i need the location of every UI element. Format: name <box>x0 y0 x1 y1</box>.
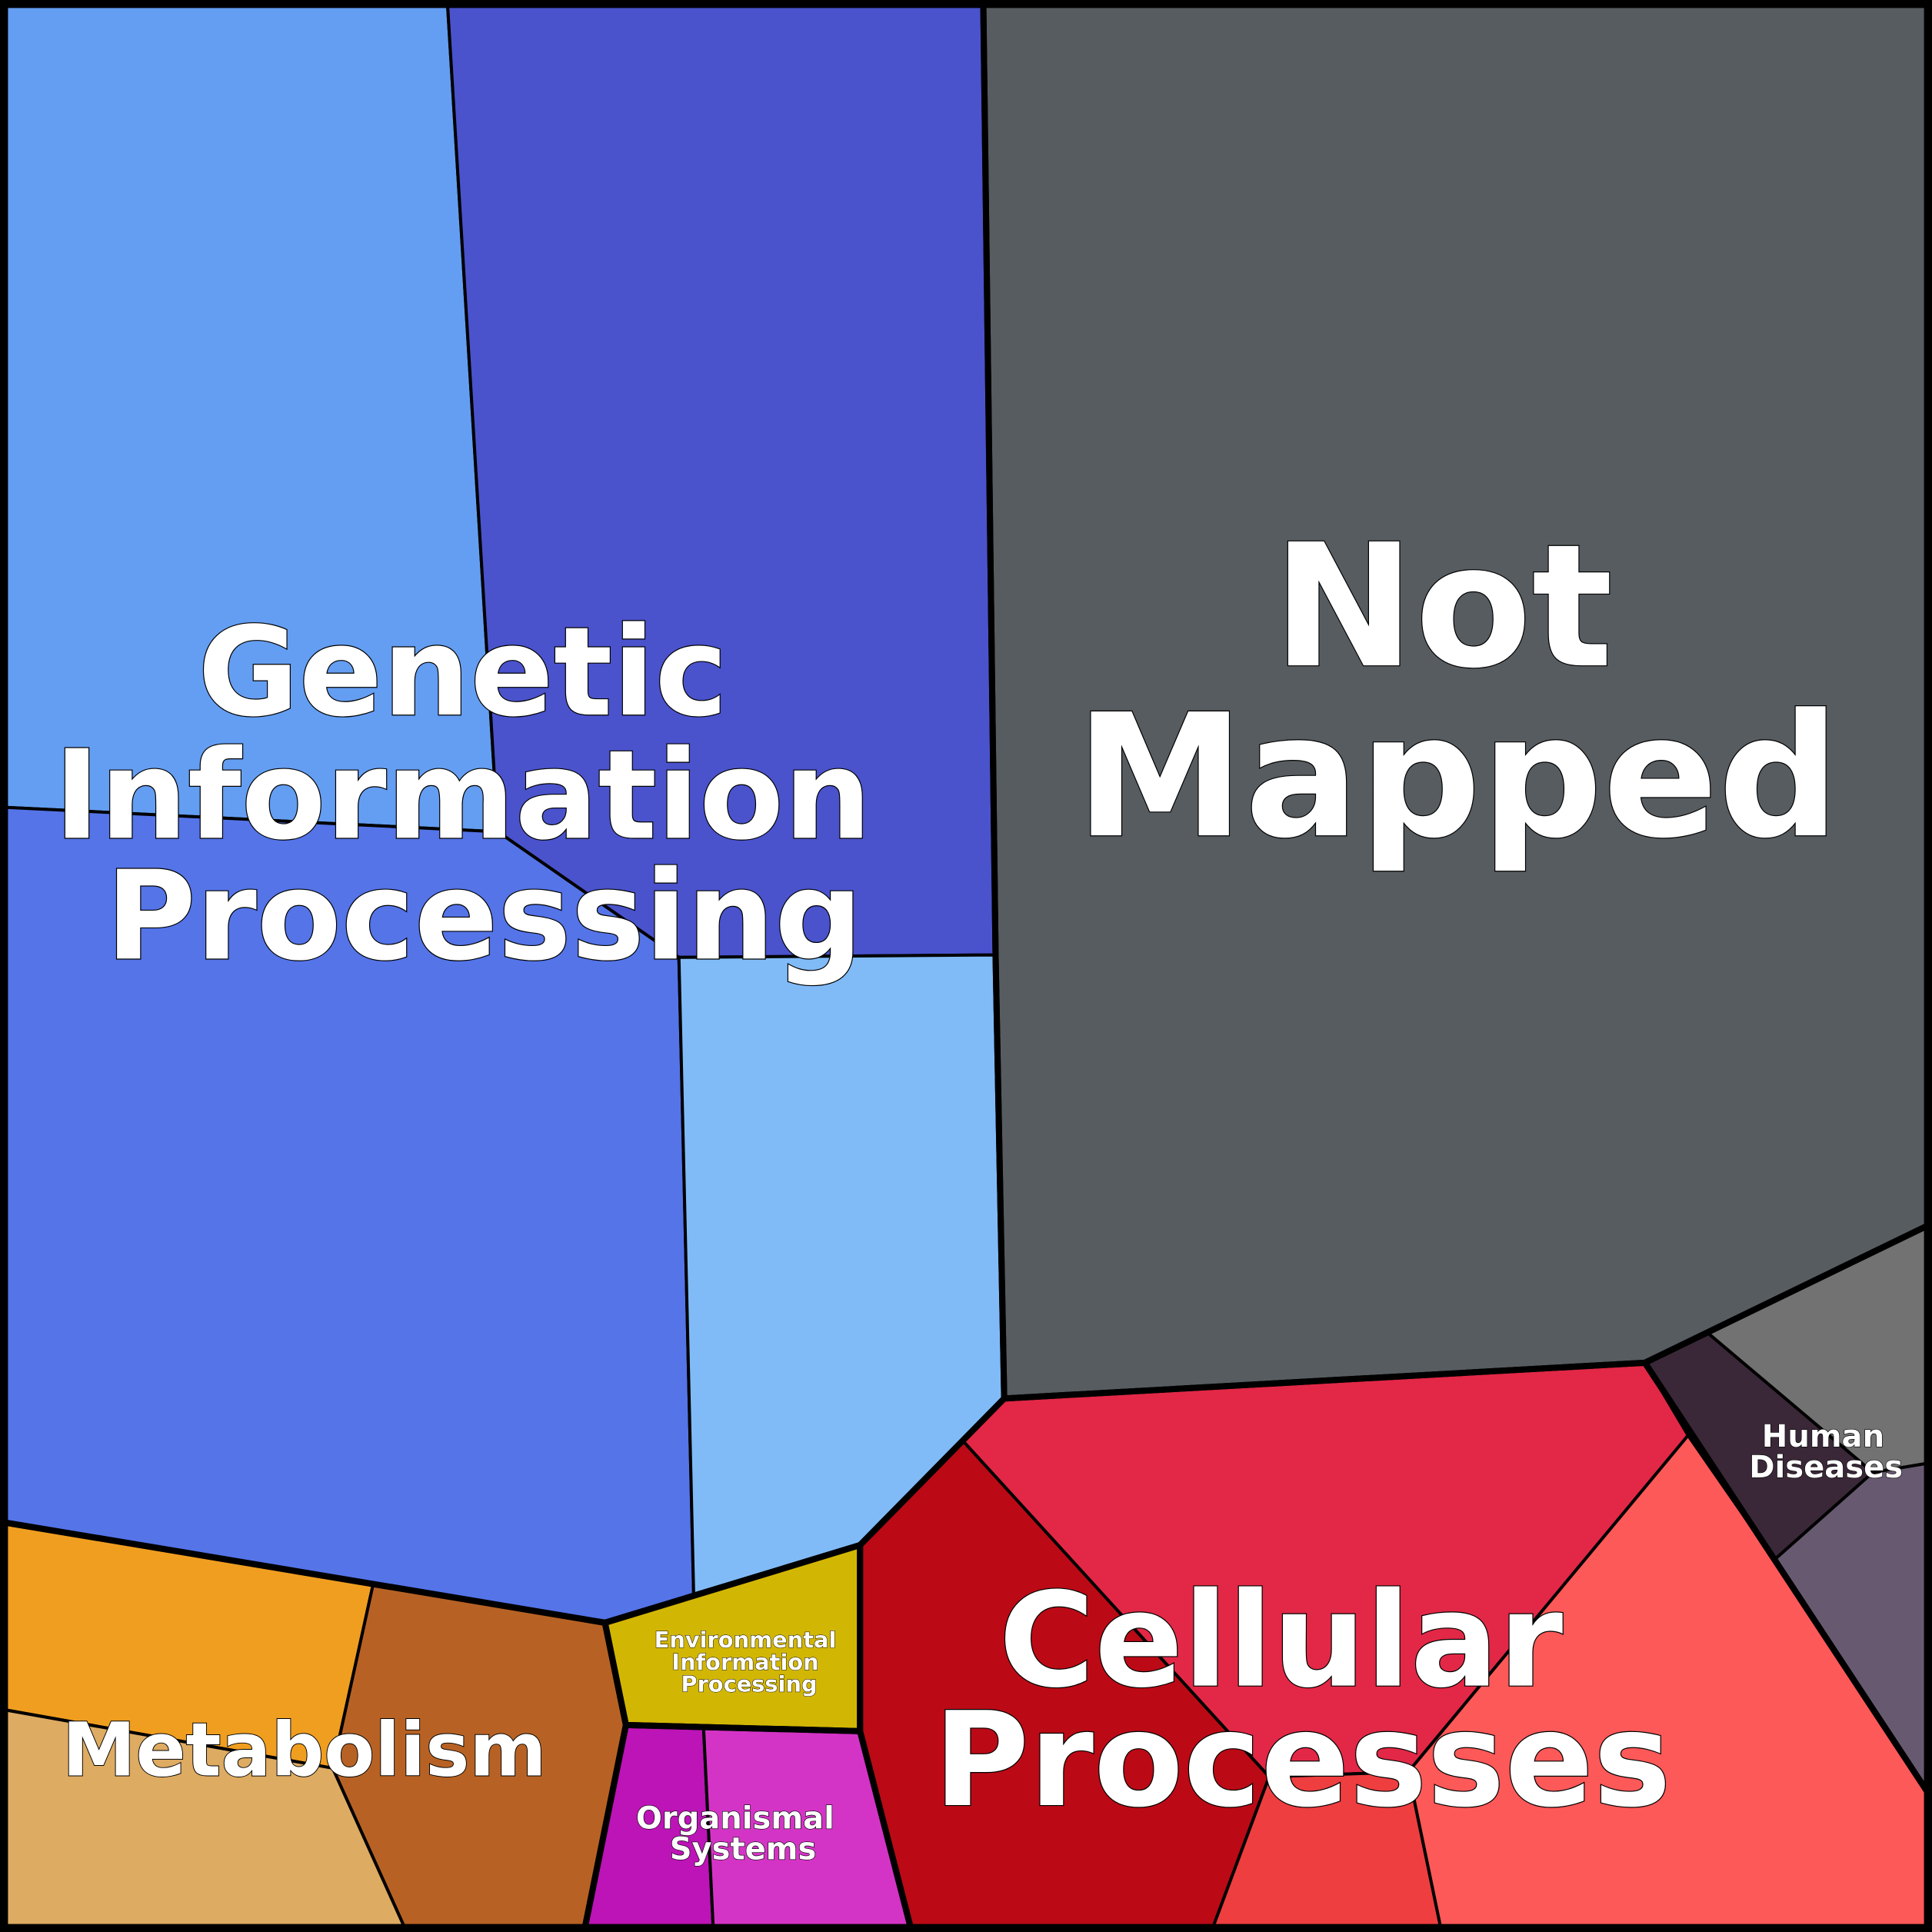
label-human: Human Diseases <box>1749 1419 1903 1485</box>
label-not-mapped: Not Mapped <box>1075 508 1840 876</box>
label-cellular: Cellular Processes <box>934 1565 1671 1837</box>
label-environmental: Environmental Information Processing <box>655 1627 844 1697</box>
label-organismal: Organismal Systems <box>636 1800 845 1867</box>
label-genetic: Genetic Information Processing <box>54 600 914 988</box>
cell-cellular-3[interactable] <box>1209 1770 1444 1932</box>
cell-metabolism-3[interactable] <box>0 1707 408 1932</box>
label-metabolism: Metabolism <box>62 1707 547 1794</box>
cell-human-3[interactable] <box>1772 1461 1932 1800</box>
group-outline-metabolism <box>0 1518 629 1932</box>
